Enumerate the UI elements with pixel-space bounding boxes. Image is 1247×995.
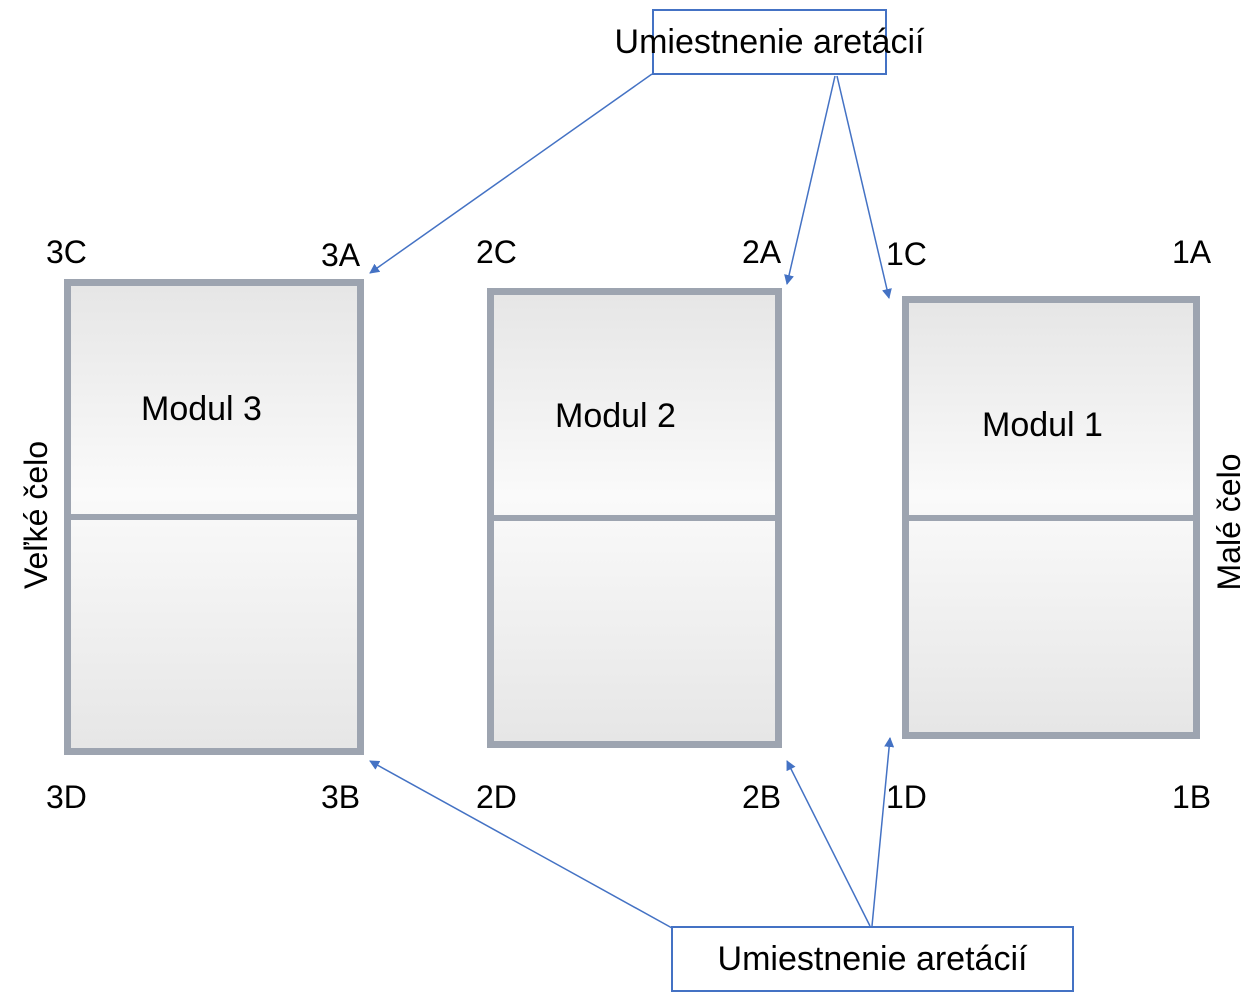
corner-1b: 1B <box>1172 779 1212 815</box>
corner-2a: 2A <box>742 234 782 270</box>
arrow-to-3b <box>369 760 673 929</box>
corner-3c: 3C <box>46 234 87 270</box>
arrow-to-2b <box>786 760 871 927</box>
corner-2c: 2C <box>476 234 517 270</box>
side-label-right: Malé čelo <box>1211 453 1247 591</box>
corner-2d: 2D <box>476 779 517 815</box>
callout-top: Umiestnenie aretácií <box>615 9 924 75</box>
module-3-label: Modul 3 <box>141 390 262 428</box>
corner-1a: 1A <box>1172 234 1212 270</box>
callout-top-text: Umiestnenie aretácií <box>614 23 925 61</box>
arrow-to-1c <box>836 75 892 299</box>
module-2-label: Modul 2 <box>555 397 676 435</box>
arrow-to-3a <box>369 73 653 274</box>
module-1-label: Modul 1 <box>982 406 1103 444</box>
arrow-to-2a <box>784 75 836 285</box>
corner-2b: 2B <box>742 779 782 815</box>
callout-bottom: Umiestnenie aretácií <box>671 926 1074 992</box>
arrow-to-1d <box>871 737 895 927</box>
module-3-panel <box>64 279 364 755</box>
corner-3b: 3B <box>321 779 361 815</box>
corner-1d: 1D <box>886 779 927 815</box>
corner-3a: 3A <box>321 237 361 273</box>
callout-bottom-text: Umiestnenie aretácií <box>717 940 1028 978</box>
corner-3d: 3D <box>46 779 87 815</box>
corner-1c: 1C <box>886 236 927 272</box>
module-1-panel <box>902 296 1200 739</box>
side-label-left: Veľké čelo <box>18 440 54 590</box>
module-2-panel <box>487 288 782 748</box>
